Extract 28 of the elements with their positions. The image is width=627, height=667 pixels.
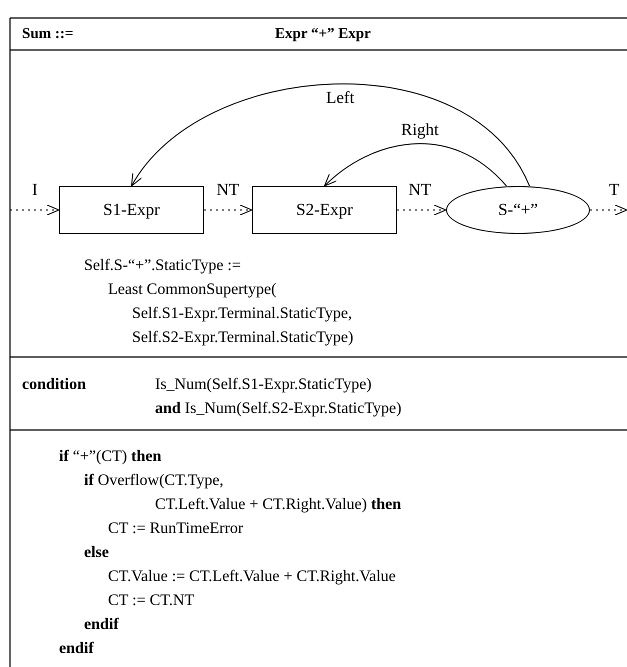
code-line: if Overflow(CT.Type, — [84, 471, 224, 491]
code-line: Self.S2-Expr.Terminal.StaticType) — [132, 328, 354, 348]
nonterminal-box: S1-Expr — [59, 186, 204, 234]
code-line: Least CommonSupertype( — [108, 280, 276, 300]
code-line: CT := CT.NT — [108, 591, 194, 611]
arrow — [324, 143, 507, 186]
code-line: CT := RunTimeError — [108, 519, 244, 539]
code-line: CT.Left.Value + CT.Right.Value) then — [155, 495, 402, 515]
code-line: and Is_Num(Self.S2-Expr.StaticType) — [155, 399, 402, 419]
code-line: Is_Num(Self.S1-Expr.StaticType) — [155, 375, 372, 395]
code-line: Self.S1-Expr.Terminal.StaticType, — [132, 304, 352, 324]
code-line: if “+”(CT) then — [59, 447, 162, 467]
edge-label: Right — [401, 120, 439, 140]
grammar-rule: Sum ::= — [22, 25, 74, 44]
arrow — [204, 204, 252, 216]
code-line: CT.Value := CT.Left.Value + CT.Right.Value — [108, 567, 396, 587]
code-line: endif — [84, 615, 119, 635]
code-line: endif — [59, 639, 94, 659]
arrow — [10, 204, 60, 216]
grammar-rule: Expr “+” Expr — [275, 25, 371, 44]
arrow — [590, 204, 627, 216]
terminal-ellipse: S-“+” — [446, 186, 590, 234]
arrow — [396, 204, 446, 216]
code-line: Self.S-“+”.StaticType := — [84, 256, 241, 276]
arrow — [131, 84, 530, 186]
nonterminal-box: S2-Expr — [252, 186, 397, 234]
code-line: else — [84, 543, 109, 563]
code-line: condition — [22, 375, 86, 395]
